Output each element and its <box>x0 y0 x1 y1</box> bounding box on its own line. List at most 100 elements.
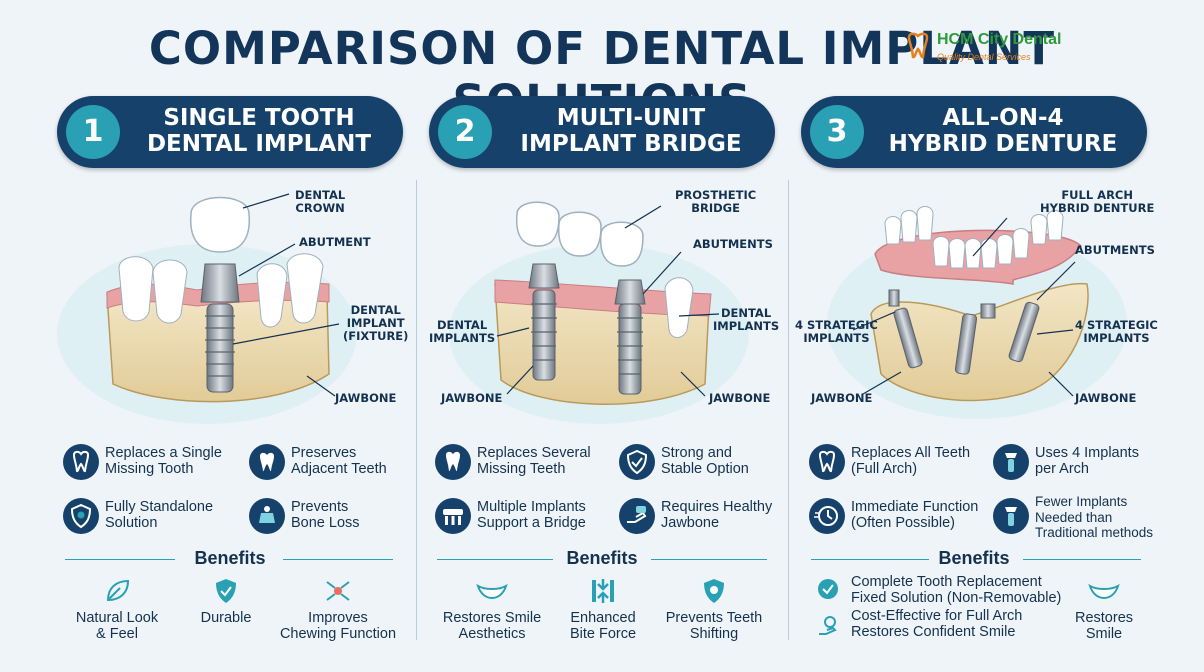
benefit-list-item: Complete Tooth Replacement Fixed Solutio… <box>817 574 1067 606</box>
column-all-on-4: 3 ALL-ON-4 HYBRID DENTURE <box>795 96 1158 666</box>
feature-text: (Often Possible) <box>851 515 955 531</box>
hand-bone-icon <box>619 498 655 534</box>
benefit-text: Bite Force <box>569 626 637 642</box>
callout-line: DENTAL <box>436 318 488 332</box>
column-divider <box>416 180 417 640</box>
callout-jawbone-right: JAWBONE <box>1075 391 1137 405</box>
callout-dental-implant: DENTAL IMPLANT (FIXTURE) <box>343 304 408 343</box>
callout-line: BRIDGE <box>691 201 740 215</box>
implants-bridge-icon <box>435 498 471 534</box>
benefit-text: & Feel <box>96 626 138 642</box>
denture-teeth <box>884 206 1064 269</box>
feature-text: Replaces Several <box>477 445 591 461</box>
column-title-line: MULTI-UNIT <box>556 105 706 131</box>
benefit-text: Prevents Teeth <box>665 610 763 626</box>
benefits-header: Benefits <box>429 546 775 572</box>
column-number: 3 <box>810 105 864 159</box>
column-title-line: HYBRID DENTURE <box>888 131 1118 157</box>
benefit-text: Complete Tooth Replacement <box>851 574 1042 590</box>
shield-check-icon <box>216 579 236 603</box>
benefit-text: Durable <box>200 610 252 626</box>
feature-text: (Full Arch) <box>851 461 918 477</box>
divider-line <box>65 559 175 560</box>
money-hand-icon <box>819 616 837 635</box>
column-divider <box>788 180 789 640</box>
bite-arrows-icon <box>592 579 614 603</box>
callout-line: HYBRID DENTURE <box>1040 201 1155 215</box>
benefits-label: Benefits <box>566 548 638 568</box>
feature-text: Replaces a Single <box>105 445 222 461</box>
callout-line: IMPLANTS <box>803 331 870 345</box>
benefit-item: Natural Look & Feel <box>59 576 175 642</box>
benefit-text: Smile <box>1085 626 1123 642</box>
feature-text: Bone Loss <box>291 515 360 531</box>
column-title-line: DENTAL IMPLANT <box>146 131 372 157</box>
callout-line: 4 STRATEGIC <box>1075 318 1158 332</box>
callout-dental-implants-left: DENTAL IMPLANTS <box>429 319 495 345</box>
chewing-icon <box>326 581 350 601</box>
shield-tooth-icon <box>63 498 99 534</box>
column-title: ALL-ON-4 HYBRID DENTURE <box>867 105 1139 157</box>
leaf-icon <box>106 579 130 602</box>
callout-line: (FIXTURE) <box>343 329 409 343</box>
tooth-icon <box>63 444 99 480</box>
divider-line <box>811 559 929 560</box>
tooth-icon <box>435 444 471 480</box>
column-header: 3 ALL-ON-4 HYBRID DENTURE <box>801 96 1147 168</box>
feature-text: Needed than <box>1035 509 1113 525</box>
single-implant-illustration <box>57 193 357 424</box>
tooth-sparkle-icon <box>249 444 285 480</box>
benefit-text: Chewing Function <box>279 626 397 642</box>
feature-text: Fewer Implants <box>1035 494 1128 509</box>
shield-tooth-icon <box>704 579 724 603</box>
feature-text: Stable Option <box>661 461 749 477</box>
benefit-list-item: Cost-Effective for Full Arch Restores Co… <box>817 608 1067 642</box>
callout-line: IMPLANTS <box>1083 331 1150 345</box>
logo-name: HCM City Dental <box>937 31 1062 48</box>
callout-line: CROWN <box>295 201 345 215</box>
logo-tagline: Quality Dental Services <box>937 52 1031 62</box>
benefits-header: Benefits <box>801 546 1147 572</box>
callout-dental-implants-right: DENTAL IMPLANTS <box>713 307 779 333</box>
tooth-icon <box>809 444 845 480</box>
feature-text: Support a Bridge <box>477 515 586 531</box>
feature-item: Replaces All Teeth(Full Arch) <box>809 444 989 484</box>
smile-icon <box>476 583 508 599</box>
callout-strategic-implants-right: 4 STRATEGIC IMPLANTS <box>1075 319 1158 345</box>
benefit-text: Aesthetics <box>458 626 526 642</box>
feature-text: per Arch <box>1035 461 1089 477</box>
callout-strategic-implants-left: 4 STRATEGIC IMPLANTS <box>795 319 878 345</box>
divider-line <box>283 559 393 560</box>
benefit-item: Restores Smile <box>1065 576 1143 642</box>
feature-text: Jawbone <box>661 515 720 531</box>
column-title-line: ALL-ON-4 <box>942 105 1064 131</box>
divider-line <box>1023 559 1141 560</box>
callout-prosthetic-bridge: PROSTHETIC BRIDGE <box>675 189 756 215</box>
callout-full-arch-hybrid-denture: FULL ARCH HYBRID DENTURE <box>1040 189 1154 215</box>
feature-text: Missing Tooth <box>105 461 194 477</box>
column-multi-unit-bridge: 2 MULTI-UNIT IMPLANT BRIDGE <box>429 96 779 666</box>
column-title-line: IMPLANT BRIDGE <box>520 131 742 157</box>
callout-dental-crown: DENTAL CROWN <box>295 189 345 215</box>
benefit-text: Improves <box>308 610 368 626</box>
feature-item: Immediate Function(Often Possible) <box>809 498 989 538</box>
clock-icon <box>809 498 845 534</box>
callout-line: DENTAL <box>350 303 401 317</box>
benefit-text: Enhanced <box>570 610 636 626</box>
callout-line: 4 STRATEGIC <box>795 318 878 332</box>
benefit-item: Improves Chewing Function <box>271 576 405 642</box>
check-circle-icon <box>818 579 838 599</box>
callout-abutments: ABUTMENTS <box>1075 243 1155 257</box>
feature-text: Multiple Implants <box>477 499 586 515</box>
benefit-text: Fixed Solution (Non-Removable) <box>851 590 1062 606</box>
benefit-item: Prevents Teeth Shifting <box>651 576 777 642</box>
benefit-text: Natural Look <box>75 610 159 626</box>
benefit-item: Enhanced Bite Force <box>557 576 649 642</box>
feature-text: Uses 4 Implants <box>1035 445 1139 461</box>
benefits-label: Benefits <box>938 548 1010 568</box>
